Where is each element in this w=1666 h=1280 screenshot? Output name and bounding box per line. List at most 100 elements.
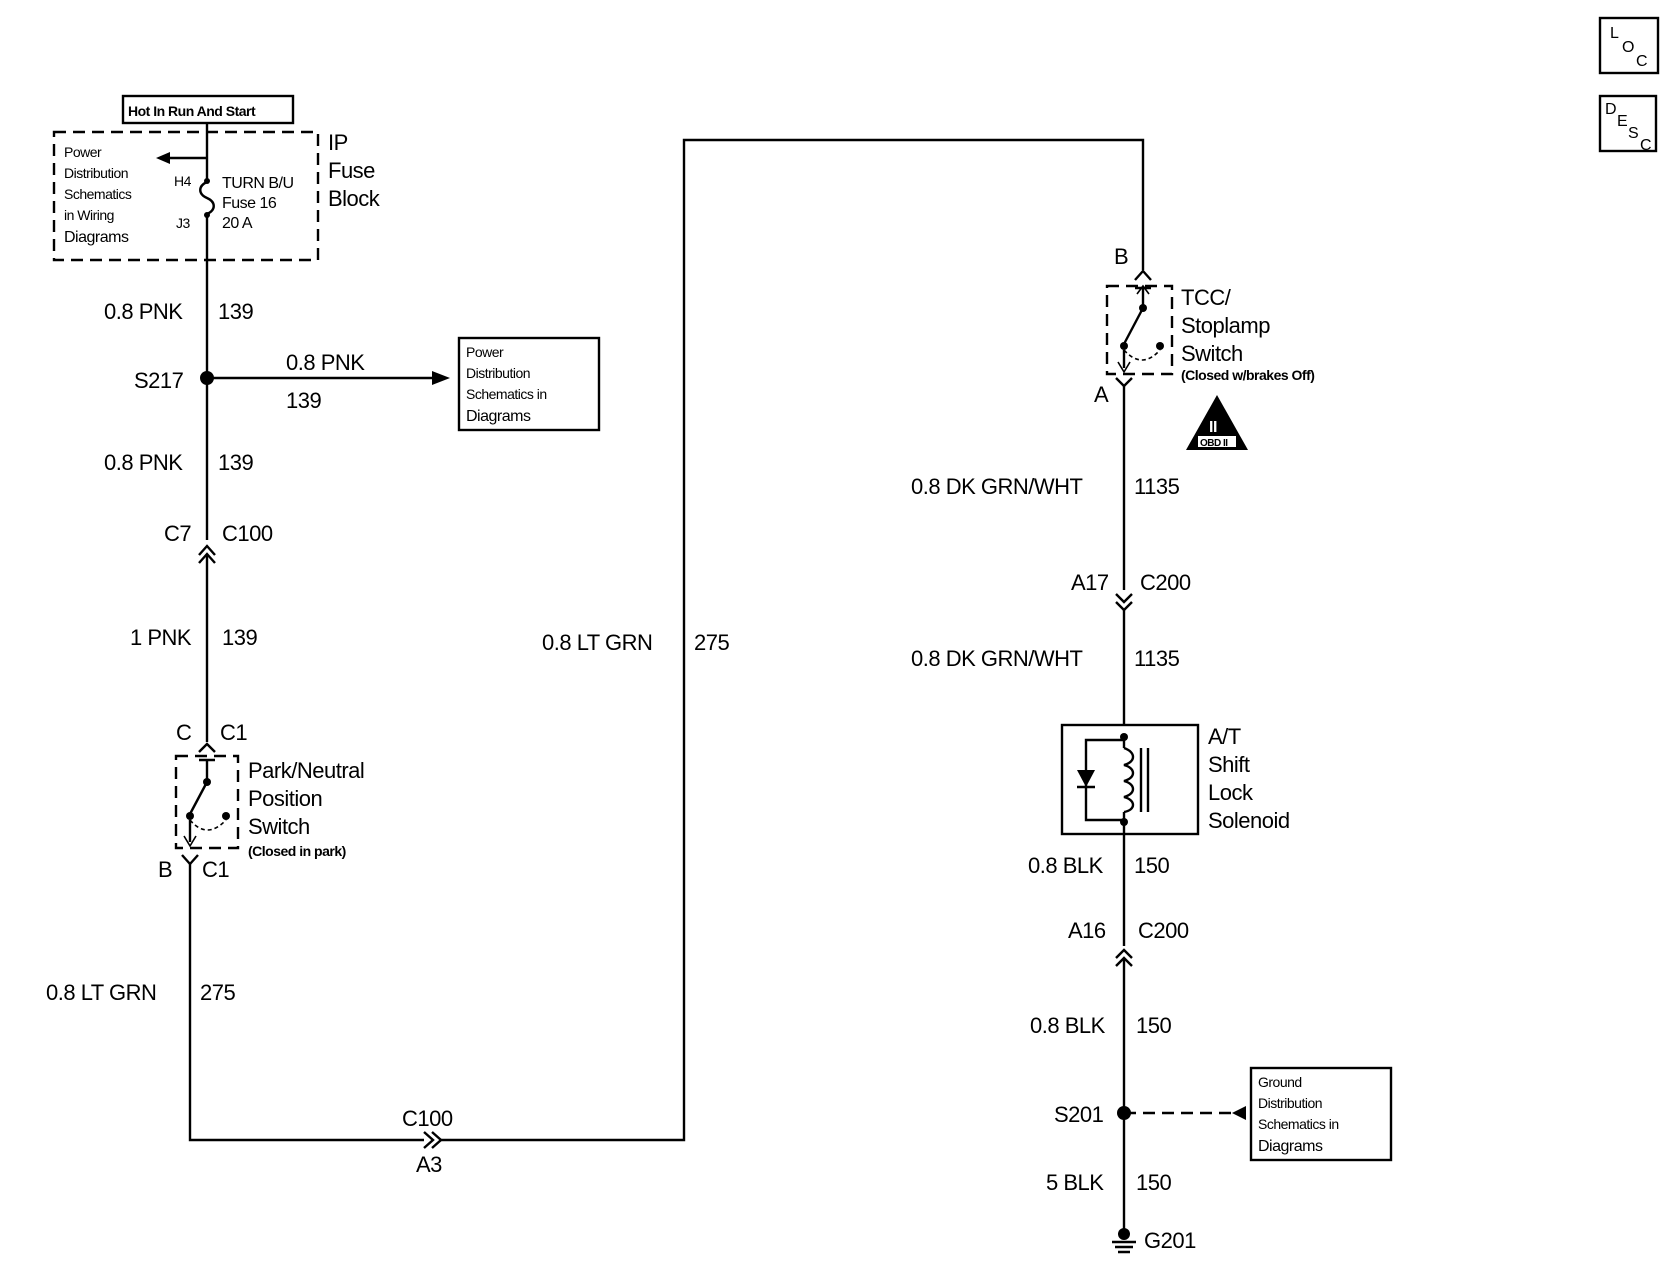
- wire-label-circuit: 1135: [1134, 646, 1180, 671]
- svg-text:B: B: [1114, 244, 1128, 269]
- wire-label-circuit: 150: [1136, 1013, 1171, 1038]
- svg-text:20 A: 20 A: [222, 215, 253, 232]
- svg-text:IP: IP: [328, 130, 348, 155]
- connector-tcc-bottom-icon: [1115, 377, 1133, 388]
- coil-icon: [1123, 746, 1135, 814]
- wire-label-gauge: 0.8 PNK: [104, 299, 183, 324]
- branch-wire-circuit: 139: [286, 388, 321, 413]
- diode-icon: [1077, 770, 1095, 787]
- svg-text:Switch: Switch: [248, 814, 310, 839]
- power-distribution-ref-s217[interactable]: Power Distribution Schematics in Diagram…: [457, 336, 601, 432]
- svg-text:Diagrams: Diagrams: [1258, 1138, 1323, 1155]
- s201-ref-arrowhead: [1232, 1106, 1246, 1120]
- svg-text:H4: H4: [174, 173, 192, 189]
- wire-label-gauge: 5 BLK: [1046, 1170, 1104, 1195]
- svg-text:Distribution: Distribution: [1258, 1095, 1322, 1111]
- svg-text:Diagrams: Diagrams: [64, 229, 129, 246]
- wire-label-gauge: 0.8 DK GRN/WHT: [911, 646, 1083, 671]
- svg-text:Power: Power: [466, 344, 504, 360]
- svg-text:L: L: [1610, 25, 1619, 42]
- svg-text:J3: J3: [176, 215, 191, 231]
- wire-label-circuit: 1135: [1134, 474, 1180, 499]
- svg-text:Solenoid: Solenoid: [1208, 808, 1290, 833]
- shift-lock-solenoid: [1060, 723, 1200, 836]
- svg-text:E: E: [1617, 113, 1627, 130]
- wire-label-circuit: 150: [1136, 1170, 1171, 1195]
- center-wire-gauge: 0.8 LT GRN: [542, 630, 652, 655]
- svg-text:II: II: [1209, 419, 1217, 436]
- svg-text:C: C: [176, 720, 192, 745]
- splice-name-s217: S217: [134, 368, 184, 393]
- wire-label-gauge: 0.8 LT GRN: [46, 980, 156, 1005]
- ground-name: G201: [1144, 1228, 1196, 1253]
- svg-text:A16: A16: [1068, 918, 1106, 943]
- svg-text:O: O: [1622, 39, 1634, 56]
- svg-text:in Wiring: in Wiring: [64, 207, 114, 223]
- svg-text:Park/Neutral: Park/Neutral: [248, 758, 364, 783]
- connector-c200-bottom-icon: [1115, 948, 1133, 959]
- switch-blade-icon: [1122, 307, 1145, 345]
- wire-label-circuit: 139: [218, 450, 253, 475]
- svg-text:Fuse 16: Fuse 16: [222, 195, 277, 212]
- s217-branch-arrow: [432, 371, 450, 385]
- svg-text:S: S: [1628, 125, 1638, 142]
- svg-text:C1: C1: [220, 720, 247, 745]
- wire-label-gauge: 0.8 DK GRN/WHT: [911, 474, 1083, 499]
- switch-blade-icon: [188, 781, 209, 815]
- svg-text:Shift: Shift: [1208, 752, 1250, 777]
- svg-text:B: B: [158, 857, 172, 882]
- connector-c100-top-icon: [198, 544, 216, 556]
- svg-text:Lock: Lock: [1208, 780, 1254, 805]
- svg-text:Power: Power: [64, 144, 102, 160]
- connector-tcc-top-icon: [1134, 269, 1152, 281]
- hot-in-run-label: Hot In Run And Start: [121, 94, 295, 125]
- desc-icon[interactable]: D E S C: [1598, 94, 1658, 154]
- connector-c100-bottom-icon: [423, 1131, 435, 1149]
- wire-label-circuit: 275: [200, 980, 235, 1005]
- wire-label-gauge: 0.8 BLK: [1030, 1013, 1106, 1038]
- svg-text:C100: C100: [402, 1106, 453, 1131]
- svg-text:C: C: [1636, 53, 1647, 70]
- svg-text:Block: Block: [328, 186, 381, 211]
- svg-text:Distribution: Distribution: [466, 365, 530, 381]
- center-wire-275: [441, 138, 1145, 1142]
- ip-fuse-block: IP Fuse Block Power Distribution Schemat…: [52, 130, 381, 262]
- svg-text:A17: A17: [1071, 570, 1109, 595]
- svg-text:C200: C200: [1138, 918, 1189, 943]
- loc-icon[interactable]: L O C: [1598, 16, 1660, 75]
- obd-ii-icon: II OBD II: [1186, 395, 1248, 450]
- svg-text:(Closed in park): (Closed in park): [248, 843, 346, 859]
- connector-park-bottom-icon: [181, 854, 199, 866]
- svg-text:C: C: [1640, 137, 1651, 154]
- svg-text:D: D: [1605, 101, 1616, 118]
- svg-text:Fuse: Fuse: [328, 158, 375, 183]
- svg-text:C100: C100: [222, 521, 273, 546]
- ground-icon: [1112, 1228, 1136, 1254]
- ground-distribution-ref[interactable]: Ground Distribution Schematics in Diagra…: [1249, 1066, 1393, 1162]
- svg-text:Switch: Switch: [1181, 341, 1243, 366]
- svg-text:C200: C200: [1140, 570, 1191, 595]
- svg-text:C7: C7: [164, 521, 191, 546]
- center-wire-circuit: 275: [694, 630, 729, 655]
- svg-text:Stoplamp: Stoplamp: [1181, 313, 1270, 338]
- tcc-stoplamp-switch: [1105, 284, 1174, 376]
- svg-text:Schematics in: Schematics in: [466, 386, 547, 402]
- wire-label-gauge: 0.8 PNK: [104, 450, 183, 475]
- svg-text:Schematics in: Schematics in: [1258, 1116, 1339, 1132]
- svg-text:Schematics: Schematics: [64, 186, 132, 202]
- left-wire-bottom: [188, 864, 424, 1142]
- svg-text:TCC/: TCC/: [1181, 285, 1232, 310]
- svg-text:A: A: [1094, 382, 1109, 407]
- svg-text:OBD II: OBD II: [1200, 438, 1228, 449]
- power-ref-arrowhead: [156, 152, 170, 164]
- branch-wire-gauge: 0.8 PNK: [286, 350, 365, 375]
- svg-text:C1: C1: [202, 857, 229, 882]
- park-neutral-switch: [174, 742, 240, 850]
- svg-text:Position: Position: [248, 786, 322, 811]
- svg-text:Ground: Ground: [1258, 1074, 1302, 1090]
- svg-text:Hot In Run And Start: Hot In Run And Start: [128, 103, 256, 119]
- connector-c200-top-icon: [1115, 593, 1133, 604]
- splice-name-s201: S201: [1054, 1102, 1104, 1127]
- svg-text:Distribution: Distribution: [64, 165, 128, 181]
